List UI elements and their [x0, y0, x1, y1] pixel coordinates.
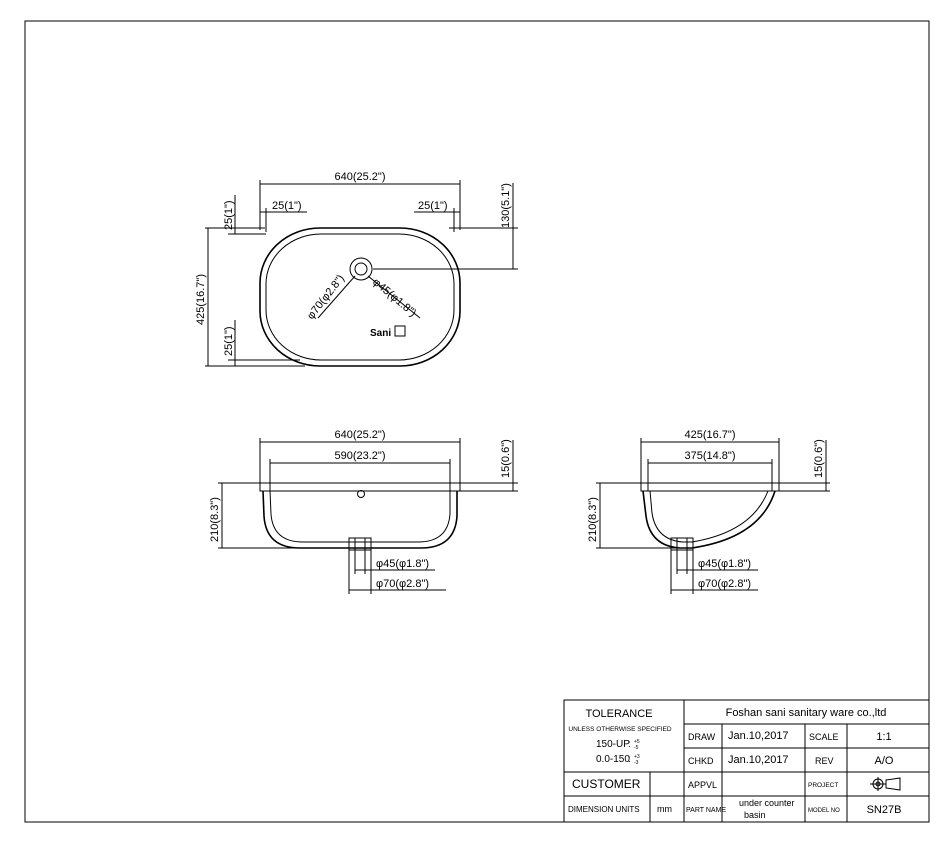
- front-drain-inner-dim-label: φ45(φ1.8"): [376, 558, 429, 570]
- tolerance-range-1-minus: -5: [634, 745, 639, 751]
- front-rim-dim-label: 15(0.6"): [500, 439, 512, 478]
- side-drain-outer-dim-label: φ70(φ2.8"): [698, 578, 751, 590]
- svg-text::: :: [628, 739, 631, 750]
- tolerance-range-2-minus: -3: [634, 760, 639, 766]
- top-right-margin-dim-label: 25(1"): [418, 200, 448, 212]
- dimension-units-value: mm: [657, 804, 672, 814]
- company-name: Foshan sani sanitary ware co.,ltd: [726, 707, 887, 719]
- front-bowl-inner: [269, 490, 451, 543]
- front-drain-outer-dim-label: φ70(φ2.8"): [376, 578, 429, 590]
- rev-label: REV: [815, 756, 834, 766]
- front-rim: [259, 482, 461, 492]
- scale-label: SCALE: [809, 732, 839, 742]
- top-width-dim-label: 640(25.2"): [335, 171, 386, 183]
- front-bowl-outer: [262, 490, 458, 549]
- draw-label: DRAW: [688, 732, 716, 742]
- dimension-units-label: DIMENSION UNITS: [568, 805, 640, 814]
- tolerance-range-1-plus: +5: [634, 739, 640, 745]
- model-no-value: SN27B: [867, 804, 902, 816]
- side-drain-stub: [670, 537, 694, 551]
- drawing-border: [24, 20, 930, 823]
- drain-inner-circle: [354, 262, 368, 276]
- title-block: TOLERANCE UNLESS OTHERWISE SPECIFIED 150…: [563, 699, 930, 823]
- brand-logo-mark: [394, 325, 406, 337]
- basin-outer-outline: [259, 227, 461, 367]
- front-height-dim-label: 210(8.3"): [209, 497, 221, 542]
- top-left-margin-dim-label: 25(1"): [272, 200, 302, 212]
- side-rim: [640, 482, 780, 492]
- svg-text::: :: [628, 754, 631, 765]
- front-outer-width-dim-label: 640(25.2"): [335, 429, 386, 441]
- unless-specified-note: UNLESS OTHERWISE SPECIFIED: [568, 726, 671, 733]
- drain-offset-dim-label: 130(5.1"): [500, 183, 512, 228]
- bottom-margin-dim-label: 25(1"): [223, 326, 235, 356]
- drain-outer-dim-label: φ70(φ2.8"): [305, 273, 347, 322]
- tolerance-range-1: 150-UP: [596, 739, 630, 750]
- part-name-line-1: under counter: [739, 798, 795, 808]
- chkd-label: CHKD: [688, 756, 714, 766]
- front-inner-width-dim-label: 590(23.2"): [335, 450, 386, 462]
- front-overflow-hole: [357, 490, 365, 498]
- side-rim-dim-label: 15(0.6"): [813, 439, 825, 478]
- top-depth-dim-label: 425(16.7"): [195, 274, 207, 325]
- basin-inner-outline: [265, 233, 455, 361]
- tolerance-heading: TOLERANCE: [585, 708, 652, 720]
- side-view: 425(16.7") 375(14.8") 15(0.6") 210(8.3")…: [587, 429, 830, 594]
- front-drain-stub: [348, 537, 372, 551]
- chkd-date: Jan.10,2017: [728, 754, 789, 766]
- side-bowl-inner: [649, 490, 769, 543]
- rev-value: A/O: [875, 755, 894, 767]
- draw-date: Jan.10,2017: [728, 730, 789, 742]
- projection-symbol-icon: [870, 777, 901, 791]
- project-label: PROJECT: [808, 782, 838, 789]
- scale-value: 1:1: [876, 731, 891, 743]
- drain-outer-circle: [349, 257, 373, 281]
- side-bowl-outer: [642, 490, 776, 549]
- model-no-label: MODEL NO: [808, 808, 840, 814]
- part-name-label: PART NAME: [686, 807, 726, 814]
- brand-logo: Sani: [370, 328, 391, 339]
- tolerance-range-2: 0.0-150: [596, 754, 630, 765]
- top-margin-dim-label: 25(1"): [223, 200, 235, 230]
- side-inner-width-dim-label: 375(14.8"): [685, 450, 736, 462]
- appvl-label: APPVL: [688, 780, 717, 790]
- customer-label: CUSTOMER: [572, 777, 641, 791]
- front-view: 640(25.2") 590(23.2") 15(0.6") 210(8.3")…: [209, 429, 518, 594]
- tolerance-range-2-plus: +3: [634, 754, 640, 760]
- side-outer-width-dim-label: 425(16.7"): [685, 429, 736, 441]
- side-drain-inner-dim-label: φ45(φ1.8"): [698, 558, 751, 570]
- drain-inner-dim-label: φ45(φ1.8"): [370, 276, 418, 319]
- part-name-line-2: basin: [744, 810, 766, 820]
- side-height-dim-label: 210(8.3"): [587, 497, 599, 542]
- top-view: φ70(φ2.8") φ45(φ1.8") Sani 640(25.2") 25…: [195, 171, 518, 367]
